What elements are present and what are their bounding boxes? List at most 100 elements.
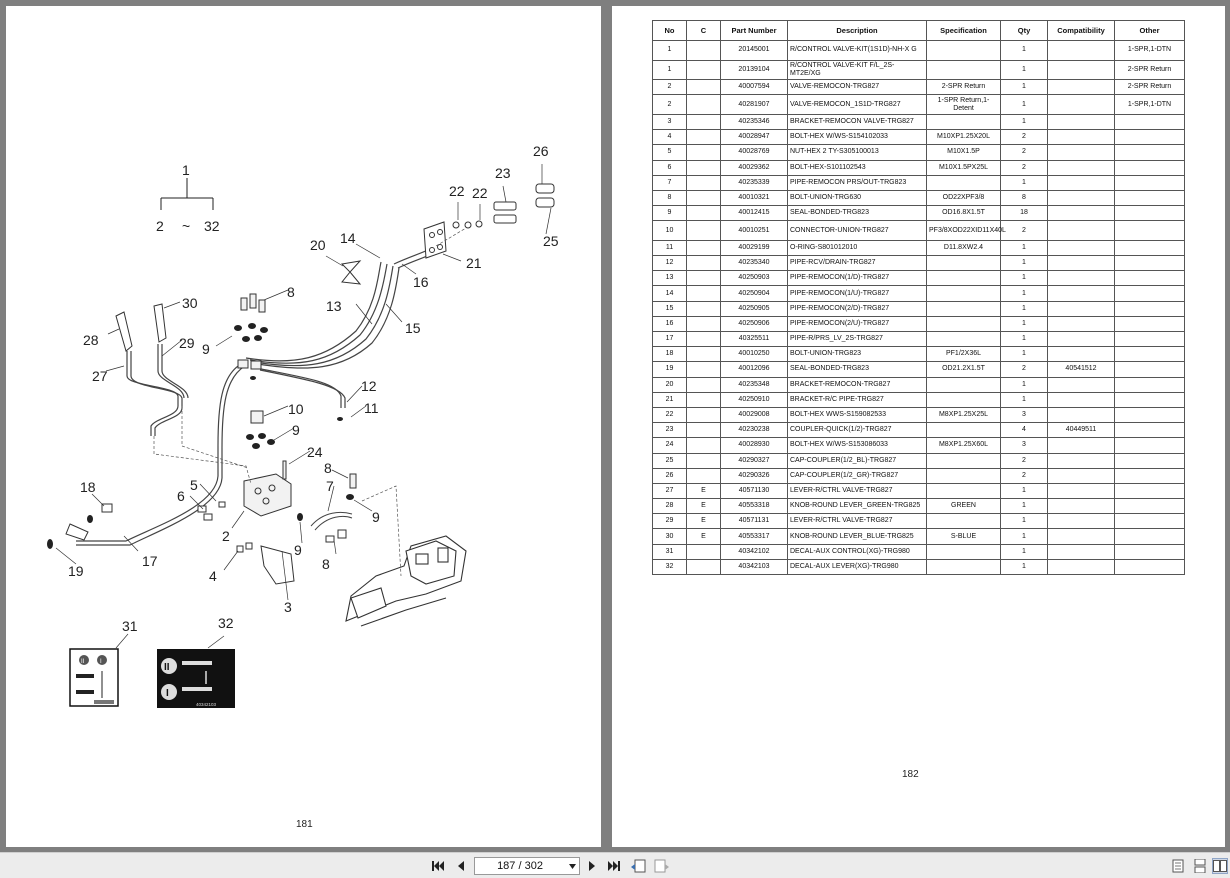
- callout-tilde: ~: [182, 218, 190, 234]
- column-header: Compatibility: [1047, 20, 1115, 41]
- previous-page-button[interactable]: [453, 858, 469, 874]
- column-header: No: [652, 20, 687, 41]
- table-cell: PF1/2X36L: [926, 346, 1001, 363]
- callout-28: 28: [83, 332, 99, 348]
- first-page-button[interactable]: [430, 858, 446, 874]
- table-cell: 40250903: [720, 270, 788, 287]
- table-cell: OD22XPF3/8: [926, 189, 1001, 207]
- table-cell: [1114, 558, 1185, 576]
- facing-pages-view-button[interactable]: [1212, 858, 1228, 874]
- table-cell: [686, 79, 721, 96]
- table-cell: 2-SPR Return: [926, 79, 1001, 96]
- table-cell: VALVE-REMOCON_1S1D-TRG827: [787, 94, 927, 115]
- table-cell: 1: [1000, 239, 1048, 257]
- table-cell: PIPE-REMOCON(2/D)-TRG827: [787, 300, 927, 317]
- table-cell: 2: [1000, 144, 1048, 161]
- callout-14: 14: [340, 230, 356, 246]
- table-cell: SEAL-BONDED-TRG823: [787, 205, 927, 222]
- table-cell: [926, 315, 1001, 333]
- table-cell: 3: [1000, 406, 1048, 424]
- table-cell: [1047, 498, 1115, 515]
- table-cell: [1047, 270, 1115, 287]
- table-cell: DECAL-AUX CONTROL(XG)-TRG980: [787, 543, 927, 560]
- bolts: [65, 501, 353, 553]
- callout-16: 16: [413, 274, 429, 290]
- table-cell: 11: [652, 239, 687, 257]
- callout-11: 11: [364, 400, 379, 416]
- go-forward-button[interactable]: [654, 858, 670, 874]
- table-cell: [926, 543, 1001, 560]
- continuous-page-view-button[interactable]: [1192, 858, 1208, 874]
- table-cell: [686, 391, 721, 408]
- page-number-field[interactable]: 187 / 302: [474, 857, 580, 875]
- table-cell: 1-SPR,1-DTN: [1114, 94, 1185, 115]
- table-cell: 40290326: [720, 467, 788, 484]
- table-cell: CAP-COUPLER(1/2_BL)-TRG827: [787, 452, 927, 469]
- table-cell: PIPE-REMOCON(1/D)-TRG827: [787, 270, 927, 287]
- table-cell: [1047, 174, 1115, 191]
- decal-32-symbol-i: I: [166, 688, 169, 699]
- table-cell: M10X1.5P: [926, 144, 1001, 161]
- callout-23: 23: [495, 165, 511, 181]
- lever-knobs: [115, 303, 167, 352]
- table-cell: 40010321: [720, 189, 788, 207]
- callout-26: 26: [533, 143, 549, 159]
- table-cell: 40553318: [720, 498, 788, 515]
- table-cell: R/CONTROL VALVE-KIT F/L_2S-MT2E/XG: [787, 59, 927, 81]
- table-cell: PIPE-REMOCON(1/U)-TRG827: [787, 285, 927, 302]
- table-cell: 13: [652, 270, 687, 287]
- go-back-button[interactable]: [630, 858, 646, 874]
- single-page-view-button[interactable]: [1170, 858, 1186, 874]
- table-cell: [686, 422, 721, 439]
- table-cell: 1: [1000, 528, 1048, 545]
- table-cell: 40012415: [720, 205, 788, 222]
- table-cell: 14: [652, 285, 687, 302]
- table-cell: BRACKET-R/C PIPE-TRG827: [787, 391, 927, 408]
- table-cell: [926, 59, 1001, 81]
- table-cell: 40342103: [720, 558, 788, 576]
- table-cell: [1047, 437, 1115, 454]
- table-cell: [1047, 543, 1115, 560]
- single-page-icon: [1172, 859, 1184, 873]
- table-cell: [686, 94, 721, 115]
- next-page-button[interactable]: [584, 858, 600, 874]
- callout-9b: 9: [292, 422, 300, 438]
- table-cell: [1114, 330, 1185, 348]
- table-cell: [686, 543, 721, 560]
- table-cell: 1: [1000, 113, 1048, 131]
- callout-32b: 32: [218, 615, 234, 631]
- table-cell: [1047, 94, 1115, 115]
- callout-2: 2: [156, 218, 164, 234]
- table-cell: 40010251: [720, 220, 788, 241]
- table-cell: [926, 391, 1001, 408]
- table-cell: [926, 482, 1001, 500]
- last-page-button[interactable]: [606, 858, 622, 874]
- table-cell: 18: [652, 346, 687, 363]
- table-cell: [1114, 467, 1185, 484]
- table-cell: BOLT-UNION-TRG630: [787, 189, 927, 207]
- table-cell: DECAL-AUX LEVER(XG)-TRG980: [787, 558, 927, 576]
- table-cell: 9: [652, 205, 687, 222]
- callout-25: 25: [543, 233, 559, 249]
- callout-24: 24: [307, 444, 323, 460]
- callout-1: 1: [182, 162, 190, 178]
- callout-21: 21: [466, 255, 482, 271]
- table-cell: BOLT-HEX W/WS-S153086033: [787, 437, 927, 454]
- table-cell: 40250904: [720, 285, 788, 302]
- table-cell: E: [686, 513, 721, 530]
- table-cell: [686, 40, 721, 61]
- table-cell: LEVER-R/CTRL VALVE-TRG827: [787, 513, 927, 530]
- callout-18: 18: [80, 479, 96, 495]
- table-cell: 2-SPR Return: [1114, 59, 1185, 81]
- document-viewport[interactable]: 1 2 ~ 32 26 23 22 22 25 21 20 14 16 8 13…: [0, 0, 1230, 852]
- last-page-icon: [608, 861, 620, 871]
- table-cell: [1114, 189, 1185, 207]
- page-dropdown-button[interactable]: [565, 858, 579, 874]
- callout-12: 12: [361, 378, 377, 394]
- table-cell: [686, 558, 721, 576]
